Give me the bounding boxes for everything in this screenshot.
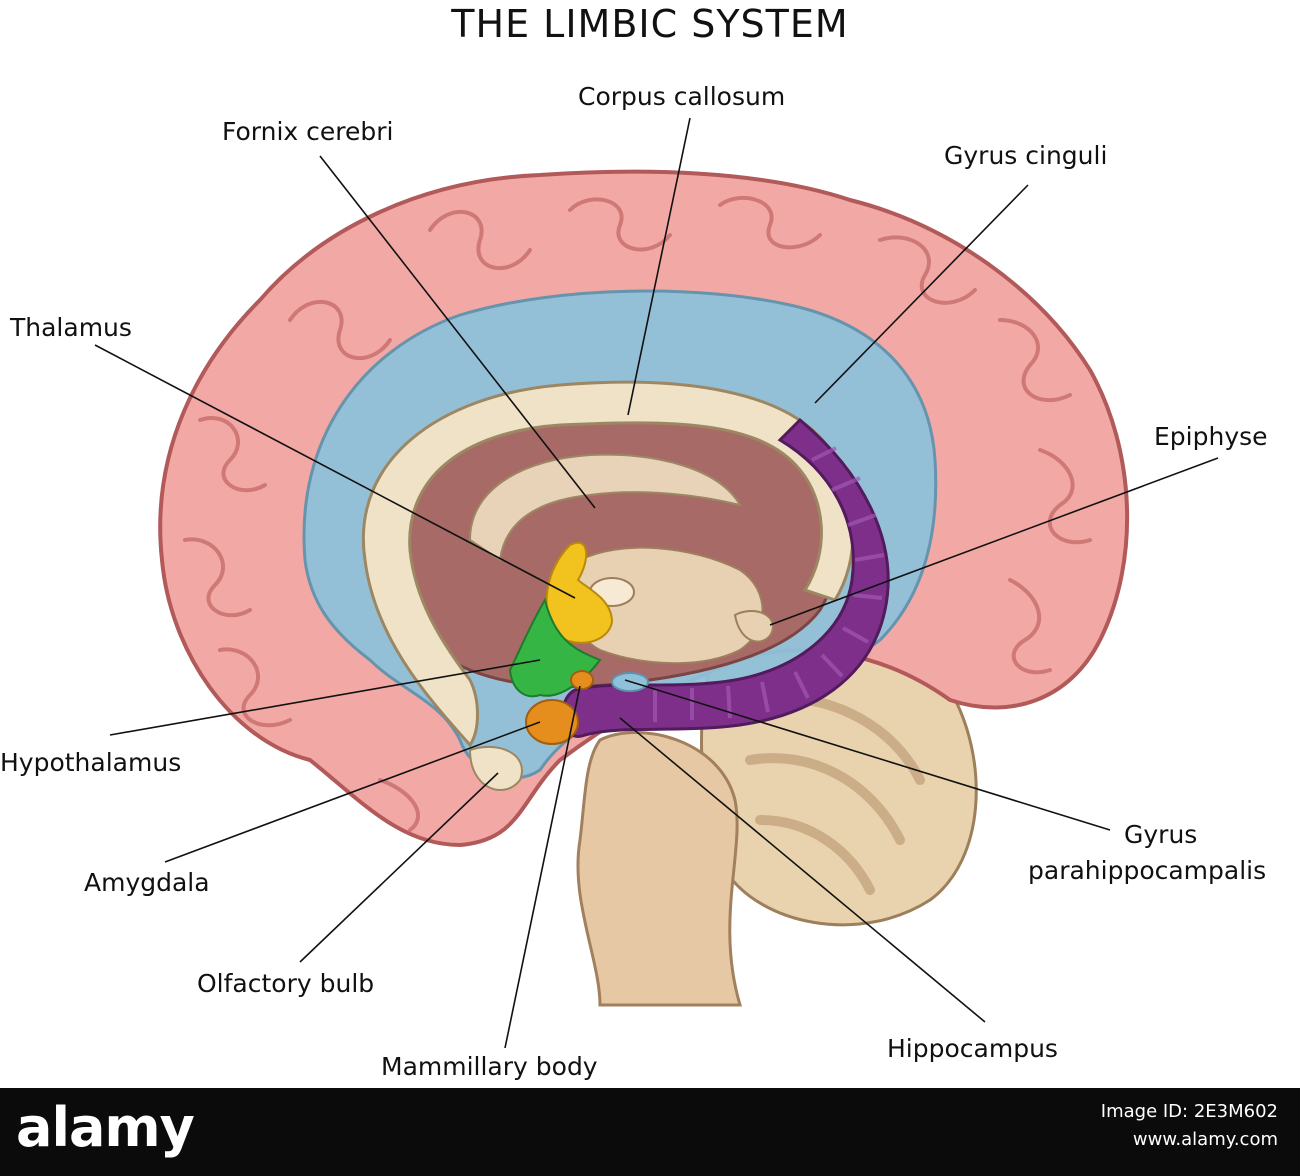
mammillary-body-shape — [570, 670, 594, 690]
label-hippocampus: Hippocampus — [887, 1034, 1058, 1063]
label-olfactory-bulb: Olfactory bulb — [197, 969, 375, 998]
brain-illustration — [94, 117, 1219, 1049]
label-thalamus: Thalamus — [10, 313, 132, 342]
label-gyrus-cinguli: Gyrus cinguli — [944, 141, 1108, 170]
thalamus-shape — [545, 541, 614, 644]
label-hypothalamus: Hypothalamus — [0, 748, 182, 777]
label-epiphyse: Epiphyse — [1154, 422, 1268, 451]
amygdala-shape — [525, 699, 579, 745]
brainstem — [576, 731, 743, 1007]
leader-hypothalamus — [109, 659, 541, 736]
label-mammillary-body: Mammillary body — [381, 1052, 598, 1081]
leader-corpus-callosum — [627, 117, 691, 416]
leader-hippocampus — [619, 717, 986, 1023]
alamy-logo: alamy — [16, 1096, 195, 1159]
leader-thalamus — [94, 344, 576, 599]
leader-amygdala — [164, 721, 541, 863]
label-corpus-callosum: Corpus callosum — [578, 82, 786, 111]
footer-meta: Image ID: 2E3M602 www.alamy.com — [1101, 1098, 1278, 1154]
olfactory-bulb-shape — [468, 745, 523, 791]
diagram-title: THE LIMBIC SYSTEM — [451, 2, 849, 46]
site-url-text: www.alamy.com — [1132, 1129, 1278, 1150]
label-gyrus-parahippocampalis-line2: parahippocampalis — [1028, 856, 1267, 885]
fornix-shape — [468, 453, 743, 562]
image-id-text: Image ID: 2E3M602 — [1100, 1101, 1278, 1122]
leader-gyrus-parahippocampalis — [624, 679, 1111, 831]
label-amygdala: Amygdala — [84, 868, 210, 897]
leader-epiphyse — [769, 457, 1219, 626]
watermark-footer: alamy Image ID: 2E3M602 www.alamy.com — [0, 1088, 1300, 1176]
label-gyrus-parahippocampalis-line1: Gyrus — [1124, 820, 1198, 849]
corpus-callosum-shape — [361, 380, 855, 748]
label-fornix-cerebri: Fornix cerebri — [222, 117, 394, 146]
leader-olfactory-bulb — [299, 772, 499, 963]
leader-gyrus-cinguli — [814, 184, 1029, 404]
leader-fornix-cerebri — [319, 155, 596, 509]
leader-mammillary-body — [504, 685, 581, 1049]
leader-lines — [94, 117, 1219, 1049]
epiphyse-shape — [733, 610, 774, 643]
